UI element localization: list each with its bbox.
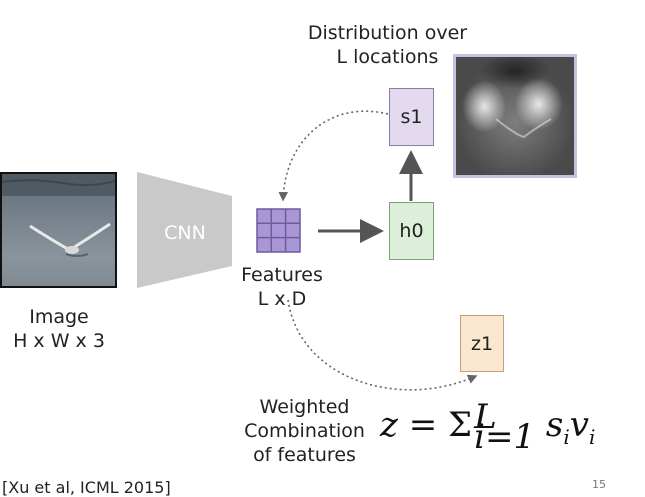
weighted-combination-label: Weighted Combination of features — [238, 395, 371, 467]
s1-box: s1 — [389, 88, 434, 146]
formula-s: s — [545, 405, 564, 445]
formula-sigma: Σ — [448, 405, 473, 445]
formula-lhs: z — [380, 405, 398, 445]
bird-silhouette-icon — [495, 118, 552, 139]
features-label: Features L x D — [232, 263, 332, 311]
z1-box: z1 — [460, 315, 504, 372]
features-label-line2: L x D — [257, 288, 307, 310]
image-label-line1: Image — [29, 306, 89, 328]
image-label: Image H x W x 3 — [0, 305, 118, 353]
formula-v: v — [569, 405, 589, 445]
formula-s-sub: i — [563, 424, 570, 449]
s1-to-features-dotted-arrow — [278, 110, 389, 202]
attention-map-image — [453, 54, 577, 178]
distribution-title-line1: Distribution over — [307, 22, 468, 44]
distribution-title: Distribution over L locations — [290, 21, 485, 69]
formula-sub: i=1 — [474, 417, 536, 457]
citation: [Xu et al, ICML 2015] — [2, 478, 171, 497]
cnn-label: CNN — [164, 222, 206, 244]
weighted-label-line1: Weighted — [259, 396, 350, 418]
formula-v-sub: i — [588, 424, 596, 449]
weighted-sum-formula: z = Σ L i=1 sivi — [380, 397, 596, 457]
features-label-line1: Features — [241, 264, 323, 286]
cnn-trapezoid — [137, 172, 232, 288]
image-label-line2: H x W x 3 — [13, 330, 105, 352]
weighted-label-line2: Combination — [244, 420, 365, 442]
formula-sup: L — [474, 397, 497, 437]
feature-grid — [256, 208, 301, 253]
formula-equals: = — [408, 405, 438, 445]
distribution-title-line2: L locations — [336, 46, 439, 68]
input-bird-image — [0, 172, 117, 288]
h0-box: h0 — [389, 202, 434, 260]
bird-icon — [2, 174, 115, 257]
slide-number: 15 — [592, 478, 606, 491]
cnn-block — [137, 172, 232, 288]
weighted-label-line3: of features — [253, 444, 356, 466]
features-to-z1-dotted-arrow — [287, 299, 478, 391]
